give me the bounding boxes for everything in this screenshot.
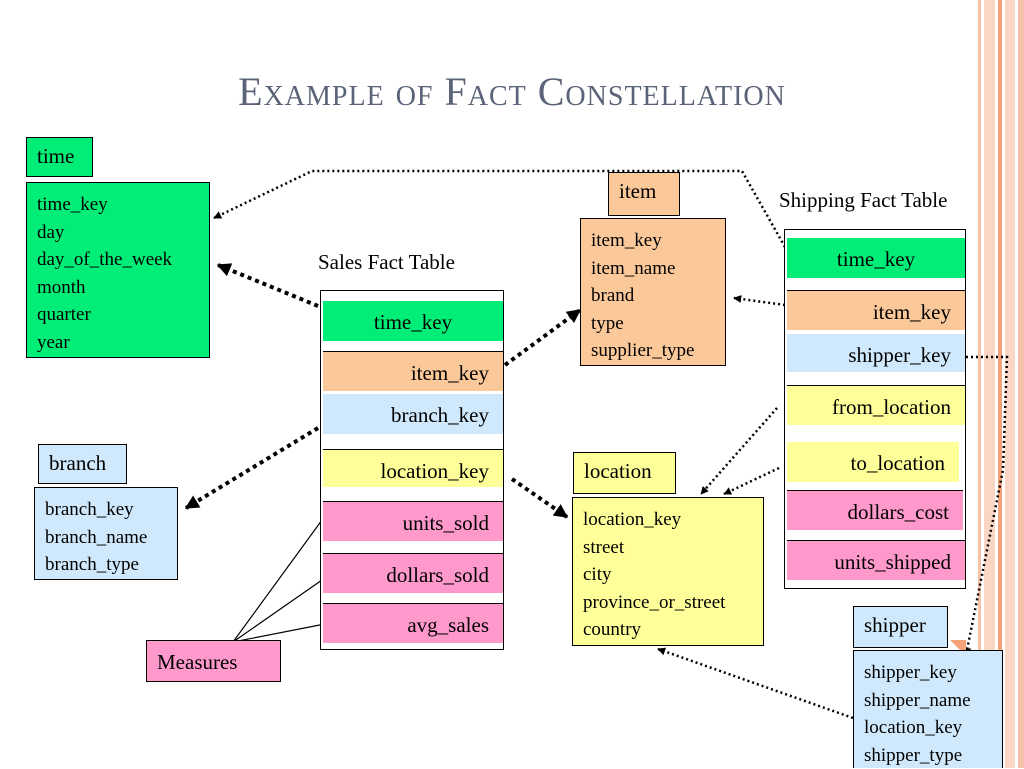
time-dimension-attributes: time_key day day_of_the_week month quart… bbox=[26, 182, 210, 358]
sales-field-location-key: location_key bbox=[323, 449, 503, 487]
shipping-field-item-key: item_key bbox=[787, 290, 965, 330]
attribute: item_key bbox=[591, 227, 725, 255]
sales-fact-table: time_key item_key branch_key location_ke… bbox=[320, 290, 504, 650]
sales-field-item-key: item_key bbox=[323, 351, 503, 391]
attribute: branch_name bbox=[45, 524, 177, 552]
sales-field-time-key: time_key bbox=[323, 301, 503, 341]
sales-field-avg-sales: avg_sales bbox=[323, 603, 503, 643]
attribute: branch_key bbox=[45, 496, 177, 524]
attribute: location_key bbox=[583, 506, 763, 534]
shipping-field-time-key: time_key bbox=[787, 238, 965, 278]
item-dimension-attributes: item_key item_name brand type supplier_t… bbox=[580, 218, 726, 366]
time-dimension-label: time bbox=[26, 137, 93, 177]
sales-field-dollars-sold: dollars_sold bbox=[323, 553, 503, 593]
shipping-field-to-location: to_location bbox=[787, 442, 959, 482]
attribute: time_key bbox=[37, 191, 209, 219]
shipper-location-arrow bbox=[658, 649, 853, 718]
attribute: item_name bbox=[591, 255, 725, 283]
shipper-dimension-attributes: shipper_key shipper_name location_key sh… bbox=[853, 650, 1003, 768]
sales-item-arrow bbox=[505, 310, 580, 365]
attribute: shipper_key bbox=[864, 659, 1002, 687]
attribute: province_or_street bbox=[583, 589, 763, 617]
shipping-fact-caption: Shipping Fact Table bbox=[779, 188, 947, 213]
shipping-from-location-arrow bbox=[701, 408, 777, 494]
sales-time-arrow bbox=[218, 265, 318, 306]
shipping-fact-table: time_key item_key shipper_key from_locat… bbox=[784, 229, 966, 589]
attribute: shipper_name bbox=[864, 687, 1002, 715]
attribute: branch_type bbox=[45, 551, 177, 579]
sales-field-branch-key: branch_key bbox=[323, 394, 503, 434]
attribute: month bbox=[37, 274, 209, 302]
shipping-shipper-arrow bbox=[966, 357, 1007, 655]
shipping-field-dollars-cost: dollars_cost bbox=[787, 490, 963, 530]
attribute: type bbox=[591, 310, 725, 338]
attribute: year bbox=[37, 329, 209, 357]
measures-line-units bbox=[233, 520, 322, 642]
attribute: brand bbox=[591, 282, 725, 310]
shipping-field-shipper-key: shipper_key bbox=[787, 334, 965, 372]
sales-fact-caption: Sales Fact Table bbox=[318, 250, 455, 275]
item-dimension-label: item bbox=[608, 172, 680, 216]
branch-dimension-attributes: branch_key branch_name branch_type bbox=[34, 487, 178, 580]
attribute: city bbox=[583, 561, 763, 589]
sales-location-arrow bbox=[512, 479, 567, 517]
shipper-dimension-label: shipper bbox=[853, 606, 948, 648]
attribute: supplier_type bbox=[591, 337, 725, 365]
attribute: street bbox=[583, 534, 763, 562]
attribute: location_key bbox=[864, 714, 1002, 742]
location-dimension-attributes: location_key street city province_or_str… bbox=[572, 497, 764, 646]
branch-dimension-label: branch bbox=[38, 444, 127, 484]
sales-branch-arrow bbox=[186, 428, 318, 508]
location-dimension-label: location bbox=[573, 452, 676, 494]
sales-field-units-sold: units_sold bbox=[323, 501, 503, 541]
measures-label: Measures bbox=[146, 640, 281, 682]
attribute: country bbox=[583, 616, 763, 644]
attribute: shipper_type bbox=[864, 742, 1002, 769]
attribute: day bbox=[37, 219, 209, 247]
attribute: quarter bbox=[37, 301, 209, 329]
shipping-item-arrow bbox=[734, 298, 785, 305]
attribute: day_of_the_week bbox=[37, 246, 209, 274]
shipping-field-from-location: from_location bbox=[787, 385, 965, 425]
shipping-to-location-arrow bbox=[724, 468, 779, 494]
shipping-field-units-shipped: units_shipped bbox=[787, 540, 965, 580]
